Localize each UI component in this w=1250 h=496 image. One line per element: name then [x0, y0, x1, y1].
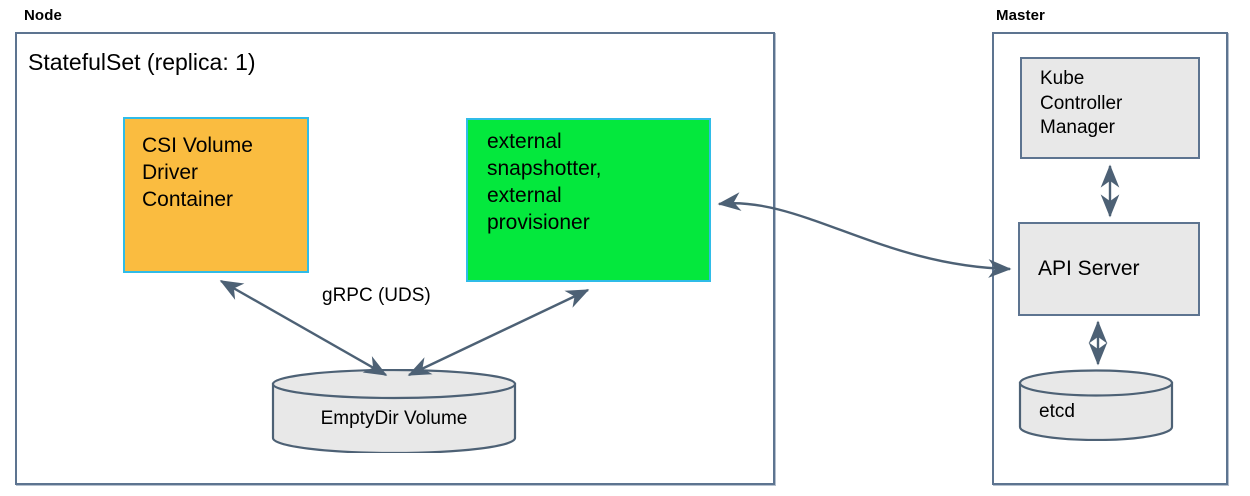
node-external-sidecars[interactable]: external snapshotter, external provision…: [466, 118, 711, 282]
node-csi-volume-driver-container-label: CSI Volume Driver Container: [142, 134, 253, 211]
node-etcd[interactable]: etcd: [1018, 369, 1174, 442]
node-external-sidecars-label: external snapshotter, external provision…: [487, 130, 602, 234]
node-api-server[interactable]: API Server: [1018, 222, 1200, 316]
etcd-cylinder-shape: [1018, 369, 1174, 442]
node-csi-volume-driver-container[interactable]: CSI Volume Driver Container: [123, 117, 309, 273]
node-emptydir-volume[interactable]: EmptyDir Volume: [271, 368, 517, 455]
node-kube-controller-manager-label: Kube Controller Manager: [1040, 68, 1123, 139]
node-emptydir-volume-label: EmptyDir Volume: [320, 408, 468, 429]
edge-label-grpc-uds: gRPC (UDS): [322, 285, 431, 306]
node-etcd-label: etcd: [1039, 401, 1075, 422]
master-group-label: Master: [996, 7, 1045, 24]
statefulset-title: StatefulSet (replica: 1): [28, 49, 256, 75]
emptydir-cylinder-shape: [271, 368, 517, 455]
node-group-label: Node: [24, 7, 62, 24]
node-api-server-label: API Server: [1038, 256, 1140, 280]
node-kube-controller-manager[interactable]: Kube Controller Manager: [1020, 57, 1200, 159]
